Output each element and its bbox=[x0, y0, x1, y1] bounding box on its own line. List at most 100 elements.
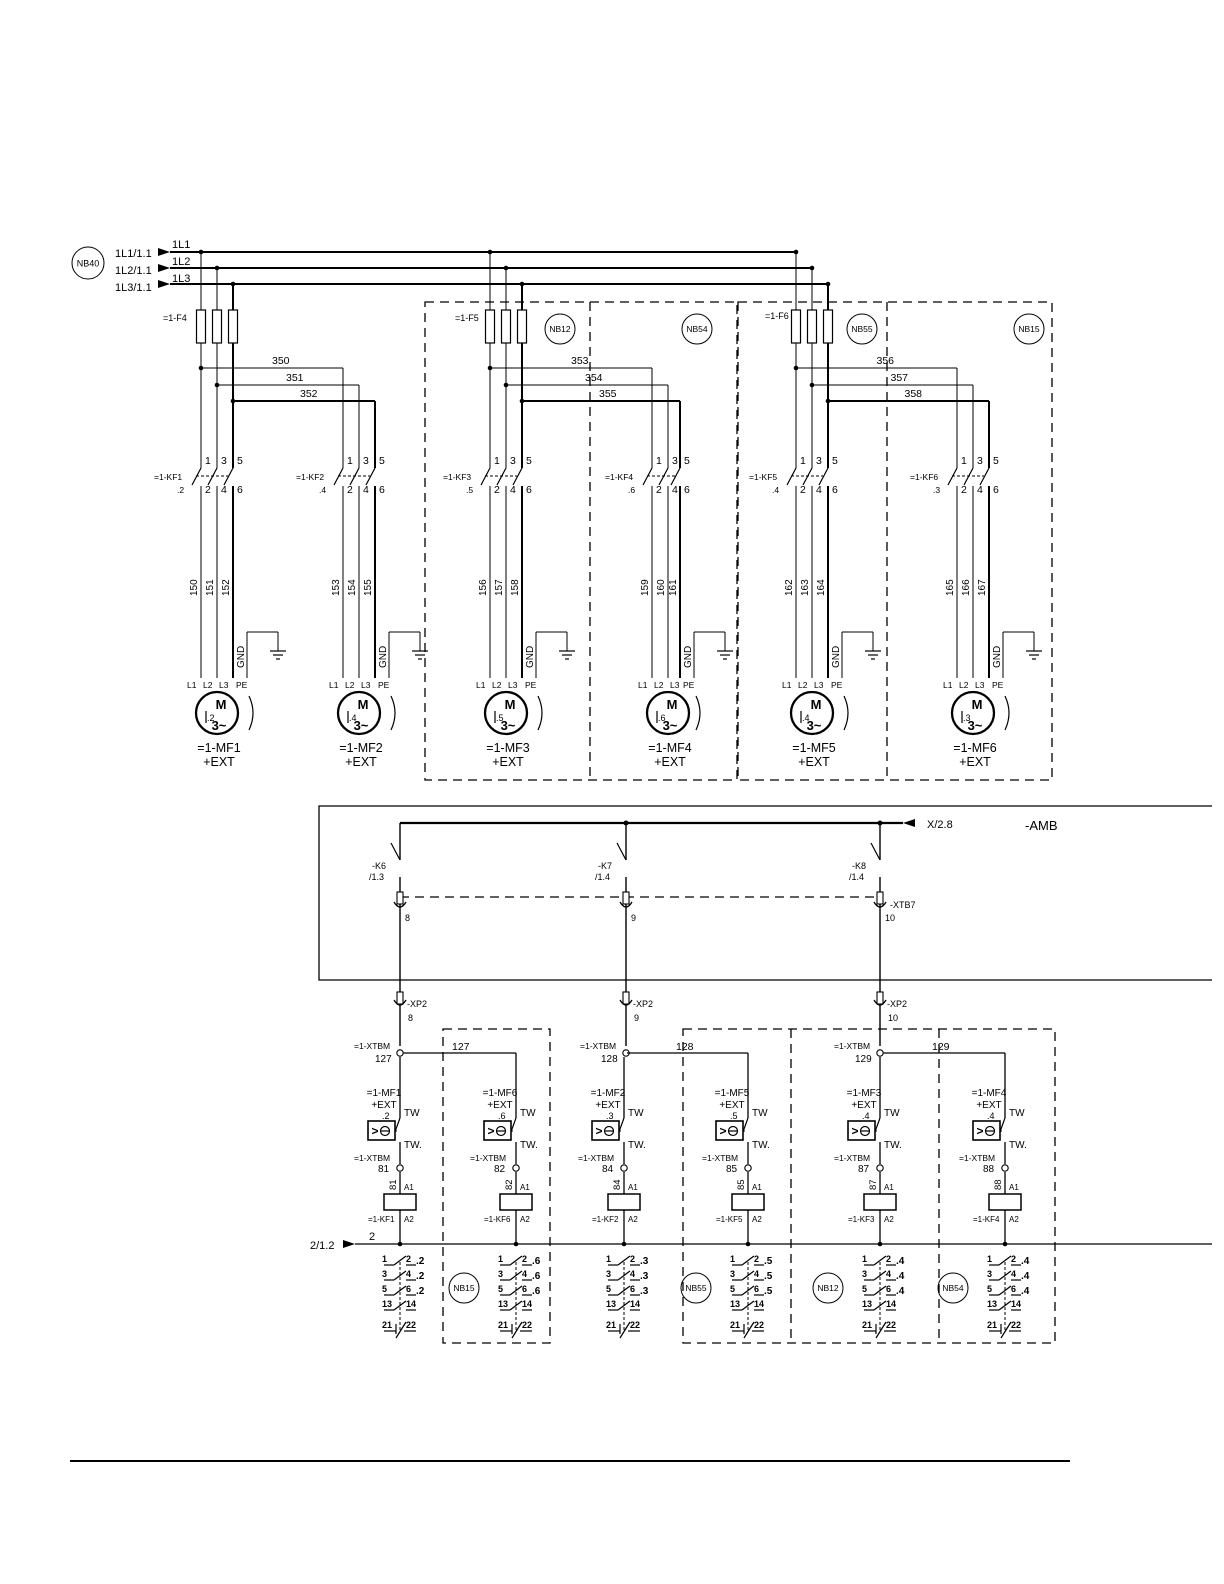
terminal-pin-icon bbox=[622, 891, 630, 905]
contact-top-number: 5 bbox=[993, 455, 999, 467]
motor-pe-arc bbox=[1004, 695, 1010, 731]
fuse-symbol bbox=[516, 309, 528, 344]
ground-label: GND bbox=[236, 646, 247, 668]
coil-pin-a1: A1 bbox=[884, 1183, 894, 1192]
aux-contact-blade bbox=[873, 1300, 887, 1311]
ground-label: GND bbox=[992, 646, 1003, 668]
xtbm-label: =1-XTBM bbox=[354, 1153, 390, 1163]
contactor-label: =1-KF6 bbox=[910, 472, 938, 482]
control-motor-ref: .4 bbox=[862, 1111, 870, 1121]
xtbm-terminal-number: 88 bbox=[983, 1164, 995, 1175]
aux-contact-pin: 13 bbox=[987, 1299, 997, 1309]
aux-contact-blade bbox=[741, 1255, 755, 1266]
control-motor-label: =1-MF2 bbox=[591, 1088, 626, 1099]
contactor-ref: .3 bbox=[933, 485, 940, 495]
neutral-junction-dot bbox=[513, 1241, 519, 1247]
wire-number: 350 bbox=[272, 355, 290, 367]
motor-terminal-label: L3 bbox=[219, 680, 229, 690]
fuse-symbol bbox=[195, 309, 207, 344]
control-motor-ref: .6 bbox=[498, 1111, 506, 1121]
thermal-label-2: TW. bbox=[884, 1140, 902, 1151]
motor-phase: 3~ bbox=[354, 718, 369, 733]
ground-label: GND bbox=[683, 646, 694, 668]
aux-nc-blade bbox=[619, 1321, 631, 1339]
tap-junction-dot bbox=[825, 398, 831, 404]
thermal-sensor-symbol bbox=[984, 1125, 996, 1137]
cabinet-badge-nb55: NB55 bbox=[846, 313, 878, 345]
coil-wire-number: 84 bbox=[612, 1179, 623, 1190]
relay-contact-blade bbox=[616, 842, 627, 861]
aux-contact-pin: 3 bbox=[987, 1269, 992, 1279]
aux-contact-pin: 14 bbox=[754, 1299, 764, 1309]
xtbm-terminal-number: 87 bbox=[858, 1164, 870, 1175]
contactor-ref: .2 bbox=[177, 485, 184, 495]
motor-terminal-label: L2 bbox=[654, 680, 664, 690]
coil-icon bbox=[863, 1193, 897, 1211]
aux-contact-pin: 6 bbox=[1011, 1284, 1016, 1294]
group-link-number: 127 bbox=[452, 1041, 470, 1053]
relay-contact-blade bbox=[870, 842, 881, 861]
control-motor-location: +EXT bbox=[487, 1100, 512, 1111]
coil-icon bbox=[499, 1193, 533, 1211]
cable-number: 158 bbox=[510, 579, 521, 596]
aux-contact-blade bbox=[873, 1270, 887, 1281]
control-motor-location: +EXT bbox=[851, 1100, 876, 1111]
aux-contact-ref: .6 bbox=[532, 1271, 541, 1282]
motor-terminal-label: L1 bbox=[476, 680, 486, 690]
xtbm-label: =1-XTBM bbox=[580, 1041, 616, 1051]
xtbm-terminal-number: 81 bbox=[378, 1164, 390, 1175]
motor-location: +EXT bbox=[959, 755, 991, 769]
xtbm-label: =1-XTBM bbox=[702, 1153, 738, 1163]
plug-socket-icon bbox=[393, 999, 407, 1006]
contact-bottom-number: 4 bbox=[816, 484, 822, 496]
aux-contact-pin: 6 bbox=[522, 1284, 527, 1294]
motor-terminal-label: L1 bbox=[329, 680, 339, 690]
motor-icon bbox=[483, 690, 529, 736]
contact-blade bbox=[365, 467, 376, 486]
control-motor-ref: .3 bbox=[606, 1111, 614, 1121]
cable-number: 150 bbox=[189, 579, 200, 596]
control-motor-label: =1-MF3 bbox=[847, 1088, 882, 1099]
coil-wire-number: 85 bbox=[736, 1179, 747, 1190]
svg-text:NB54: NB54 bbox=[686, 324, 708, 334]
motor-terminal-label: L1 bbox=[943, 680, 953, 690]
coil-label: =1-KF6 bbox=[484, 1215, 511, 1224]
group-terminal-number: 127 bbox=[375, 1054, 392, 1065]
aux-contact-ref: .2 bbox=[416, 1256, 425, 1267]
motor-terminal-label: L3 bbox=[814, 680, 824, 690]
aux-contact-pin: 21 bbox=[606, 1320, 616, 1330]
thermal-label-1: TW bbox=[752, 1108, 768, 1119]
coil-label: =1-KF2 bbox=[592, 1215, 619, 1224]
tap-junction-dot bbox=[198, 365, 204, 371]
aux-contact-pin: 14 bbox=[630, 1299, 640, 1309]
motor-terminal-label: L2 bbox=[203, 680, 213, 690]
aux-contact-pin: 3 bbox=[498, 1269, 503, 1279]
aux-contact-blade bbox=[998, 1285, 1012, 1296]
aux-contact-pin: 2 bbox=[754, 1254, 759, 1264]
coil-label: =1-KF3 bbox=[848, 1215, 875, 1224]
motor-location: +EXT bbox=[492, 755, 524, 769]
tap-junction-dot bbox=[503, 382, 509, 388]
aux-contact-pin: 5 bbox=[382, 1284, 387, 1294]
bus-junction-dot bbox=[825, 281, 831, 287]
contact-top-number: 1 bbox=[494, 455, 500, 467]
aux-contact-pin: 3 bbox=[606, 1269, 611, 1279]
supply-arrow-icon bbox=[903, 819, 915, 827]
coil-icon bbox=[731, 1193, 765, 1211]
cabinet-badge-nb54: NB54 bbox=[681, 313, 713, 345]
contact-top-number: 3 bbox=[510, 455, 516, 467]
contact-bottom-number: 6 bbox=[379, 484, 385, 496]
fuse-symbol bbox=[500, 309, 512, 344]
motor-phase: 3~ bbox=[501, 718, 516, 733]
relay-name: -K8 bbox=[852, 861, 866, 871]
contactor-label: =1-KF4 bbox=[605, 472, 633, 482]
terminal-socket-icon bbox=[393, 901, 407, 908]
incoming-ref-l3: 1L3/1.1 bbox=[115, 282, 152, 294]
bus-junction-dot bbox=[198, 249, 204, 255]
aux-contact-pin: 13 bbox=[606, 1299, 616, 1309]
group-terminal-number: 128 bbox=[601, 1054, 618, 1065]
aux-contact-blade bbox=[998, 1270, 1012, 1281]
contact-bottom-number: 2 bbox=[800, 484, 806, 496]
motor-terminal-label: L1 bbox=[782, 680, 792, 690]
motor-label: =1-MF5 bbox=[792, 741, 835, 755]
